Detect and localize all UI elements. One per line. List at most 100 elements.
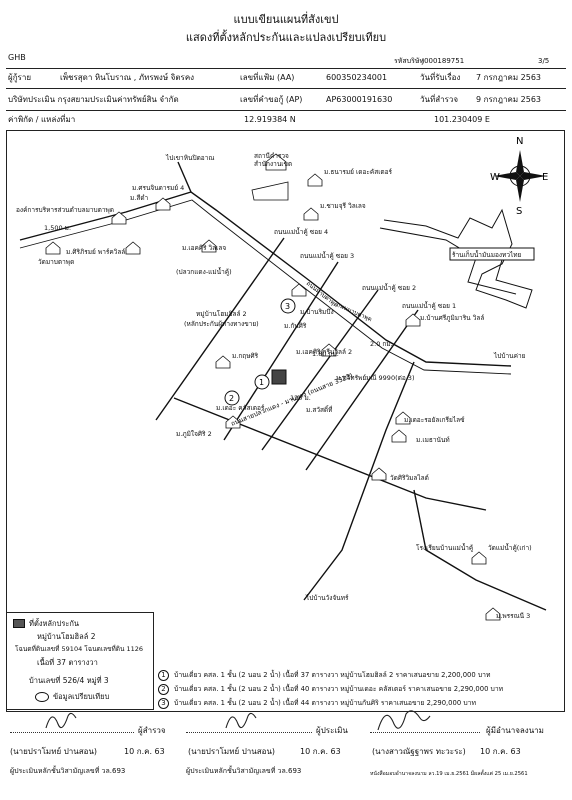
label-soi1: ถนนแม่น้ำคู้ ซอย 1 <box>402 301 456 310</box>
survey-date: 9 กรกฎาคม 2563 <box>476 95 542 104</box>
house-icon <box>303 207 319 221</box>
comparable-row: 2 บ้านเดี่ยว คสล. 1 ชั้น (2 นอน 2 น้ำ) เ… <box>158 684 564 696</box>
label-m-sima: ม.สีดำ <box>130 194 149 202</box>
comparables-list: 1 บ้านเดี่ยว คสล. 1 ชั้น (2 นอน 2 น้ำ) เ… <box>158 668 564 712</box>
legend-village: หมู่บ้านโฮมฮิลล์ 2 <box>37 632 96 641</box>
collateral-legend-icon <box>13 619 25 628</box>
doc-title-1: แบบเขียนแผนที่สังเขป <box>233 13 339 26</box>
factory-label-box <box>449 247 535 261</box>
legend: ที่ตั้งหลักประกัน หมู่บ้านโฮมฮิลล์ 2 โฉน… <box>6 612 154 710</box>
comp-marker-3 <box>280 298 296 314</box>
signature-line-authorized <box>370 732 480 733</box>
road-soi4 <box>155 237 285 421</box>
comparable-text: บ้านเดี่ยว คสล. 1 ชั้น (2 นอน 2 น้ำ) เนื… <box>174 671 491 679</box>
label-factory: ร้านเก็บน้ำมันมองทวไทย <box>452 250 522 259</box>
label-m-the-cluster: ม.เดอะ คลัสเตอร์ <box>216 404 265 412</box>
house-icon <box>45 241 61 255</box>
label-soi4: ถนนแม่น้ำคู้ ซอย 4 <box>274 227 328 236</box>
label-school: โรงเรียนบ้านแม่น้ำคู้ <box>416 543 473 552</box>
comparable-text: บ้านเดี่ยว คสล. 1 ชั้น (2 นอน 2 น้ำ) เนื… <box>174 699 476 707</box>
compass-icon <box>494 150 546 202</box>
appraiser-license: ผู้ประเมินหลักชั้นวิสามัญเลขที่ วล.693 <box>186 767 302 775</box>
comparable-number: 3 <box>158 698 169 709</box>
label-soi2: ถนนแม่น้ำคู้ ซอย 2 <box>362 283 416 292</box>
label-to-reservoir: ไปเขาหินปิดอาณ <box>165 154 214 162</box>
authorized-date: 10 ก.ค. 63 <box>480 747 521 756</box>
label-d-190: 1.80 กม. <box>312 350 339 358</box>
comparable-number: 2 <box>158 684 169 695</box>
surveyor-name: (นายปราโมทย์ ปานสอน) <box>10 747 98 756</box>
legend-house: บ้านเลขที่ 526/4 หมู่ที่ 3 <box>29 676 109 685</box>
comp-marker-2 <box>224 390 240 406</box>
label-m-phruksa: ม.พรรณนี 3 <box>496 612 530 620</box>
label-m-saisri: ม.สวัสดิ์ที่ <box>306 405 332 414</box>
house-icon <box>471 551 487 565</box>
signature-line-appraiser <box>186 732 312 733</box>
label-m-metha: ม.เมธานันท์ <box>416 436 450 444</box>
longitude: 101.230409 E <box>434 115 490 124</box>
signature-scribbles <box>45 710 431 731</box>
label-soi3: ถนนแม่น้ำคู้ ซอย 3 <box>300 251 354 260</box>
label-eksiri-sub: (ปลวกแดง-แม่น้ำคู้) <box>176 267 232 276</box>
page-number: 3/5 <box>538 57 550 65</box>
label-police: สถานีตำรวจ <box>254 152 289 160</box>
appraiser-role: ผู้ประเมิน <box>316 726 348 735</box>
road-to-reservoir <box>177 161 192 193</box>
owner-label: ผู้กู้ราย <box>8 73 32 82</box>
appraiser-company: บริษัทประเมิน กรุงสยามประเมินค่าทรัพย์สิ… <box>8 95 179 104</box>
label-highway: ถนนสายปลวกแดง - มาบยาง (ถนนสาย 3322) <box>230 371 354 427</box>
svg-text:2: 2 <box>229 394 234 403</box>
label-m-kanthasiri: ม.กันศิริ <box>284 322 307 330</box>
label-d-120: 120 ม. <box>290 394 311 402</box>
house-icon <box>265 153 287 171</box>
collateral-marker <box>271 369 287 385</box>
road-south <box>303 361 415 601</box>
house-icon <box>307 173 323 187</box>
label-m-swan: ม.ศรนจินดารมย์ 4 <box>132 184 184 192</box>
house-icon <box>155 197 171 211</box>
surveyor-date: 10 ก.ค. 63 <box>124 747 165 756</box>
label-temple: วัดมาบตาพุด <box>38 258 74 266</box>
label-to-road: ไปบ้านวังจันทร์ <box>305 594 349 602</box>
sketch-map: N S W E 1 3 2 <box>16 136 548 621</box>
label-m-the-rich: ม.เดอะรอยัลเกรียไลซ์ <box>404 416 465 424</box>
label-m-rinthai: ม.ธนารมย์ เดอะคัสเตอร์ <box>324 168 393 176</box>
file-no-label: เลขที่แฟ้ม (AA) <box>240 73 295 82</box>
label-wat-maenamkhu: วัดแม่น้ำคู้(เก่า) <box>488 543 532 552</box>
label-village2-sub: (หลักประกันผู้ทางทางขาย) <box>184 320 259 328</box>
client-code: J000189751 <box>422 57 465 65</box>
road-police <box>251 181 289 201</box>
coords-label: ค่าพิกัด / แหล่งที่มา <box>8 115 76 124</box>
surveyor-license: ผู้ประเมินหลักชั้นวิสามัญเลขที่ วล.693 <box>10 767 126 775</box>
label-m-ban-sriphummarin: ม.บ้านศรีภูมิมาริน วิลล์ <box>420 314 484 322</box>
house-icon <box>125 241 141 255</box>
house-icon <box>391 429 407 443</box>
divider <box>6 88 566 89</box>
label-m-eksiri: ม.เอคศิริ วิลเลจ <box>182 244 226 252</box>
comp-marker-1 <box>254 374 270 390</box>
label-m-siriphirom: ม.ศิริภิรมย์ พาร์ควิลล์ <box>66 248 125 256</box>
legend-area: เนื้อที่ 37 ตารางวา <box>37 658 98 667</box>
comparison-legend-icon <box>35 692 49 702</box>
receive-date-label: วันที่รับเรื่อง <box>420 73 461 82</box>
surveyor-role: ผู้สำรวจ <box>138 726 166 735</box>
compass-w: W <box>490 172 500 183</box>
house-icon <box>225 415 241 429</box>
label-to-rayong: ไปบ้านค่าย <box>493 352 526 360</box>
legend-comparison: ข้อมูลเปรียบเทียบ <box>53 692 110 701</box>
compass-s: S <box>516 206 522 217</box>
road-soi1 <box>305 309 419 471</box>
legend-collateral: ที่ตั้งหลักประกัน <box>29 619 80 628</box>
house-icon <box>371 467 387 481</box>
label-district-office: สำนักงานเขต <box>254 160 292 168</box>
compass-e: E <box>542 172 548 183</box>
label-m-kanthasiri2: ม.ภูมิใจศิริ 2 <box>176 430 212 438</box>
label-d-200: 2.0 กม. <box>370 340 393 348</box>
label-m-krisiri: ม.กฤษศิริ <box>232 352 259 360</box>
comparable-number: 1 <box>158 670 169 681</box>
client-code-label: รหัสบริษัท <box>394 57 425 65</box>
company-code: GHB <box>8 53 26 62</box>
compass-n: N <box>516 136 523 147</box>
label-subdistrict: องค์การบริหารส่วนตำบลมาบตาพุด <box>16 206 114 214</box>
divider <box>6 68 566 69</box>
